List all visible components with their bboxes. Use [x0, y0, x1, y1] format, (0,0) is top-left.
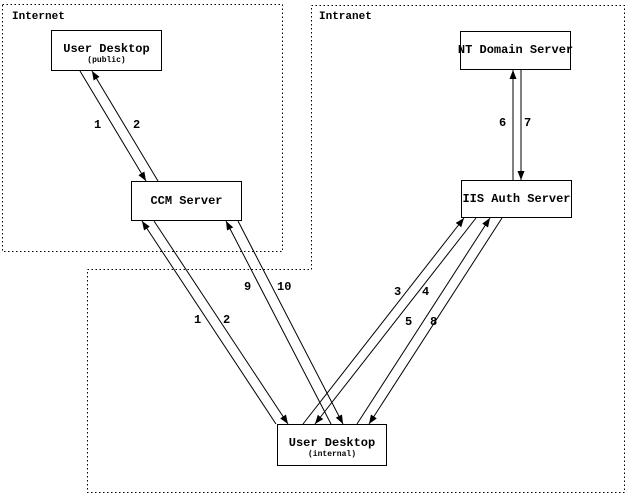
intranet-zone-border	[87, 5, 625, 493]
node-ccm-server: CCM Server	[131, 181, 242, 221]
flow-label-2-internal: 2	[223, 313, 231, 327]
flow-label-9: 9	[244, 280, 252, 294]
internet-zone-border	[2, 4, 283, 252]
node-user-desktop-internal: User Desktop (internal)	[277, 424, 387, 466]
flow-label-2-public: 2	[133, 118, 141, 132]
node-user-desktop-internal-subtitle: (internal)	[307, 450, 356, 459]
flow-label-10: 10	[277, 280, 292, 294]
flow-line-1-internal-desktop-to-ccm	[141, 220, 277, 425]
node-ccm-server-title: CCM Server	[150, 193, 223, 208]
flow-line-5-internal-desktop-to-iis	[356, 217, 491, 425]
node-iis-auth-server: IIS Auth Server	[461, 180, 572, 218]
flow-label-7: 7	[524, 116, 532, 130]
node-user-desktop-public-title: User Desktop	[63, 41, 150, 56]
flow-label-6: 6	[499, 116, 507, 130]
node-nt-domain-server: NT Domain Server	[457, 31, 574, 70]
flow-label-3: 3	[394, 285, 402, 299]
flow-line-8-iis-to-internal-desktop	[368, 217, 503, 425]
flow-label-1-internal: 1	[194, 313, 202, 327]
flow-label-5: 5	[405, 315, 413, 329]
flow-label-8: 8	[430, 315, 438, 329]
flow-label-1-public: 1	[94, 118, 102, 132]
node-user-desktop-public-subtitle: (public)	[87, 55, 126, 65]
flow-line-4-iis-to-internal-desktop	[314, 217, 477, 425]
flow-line-9-internal-desktop-to-ccm	[225, 220, 332, 425]
flow-label-4: 4	[422, 285, 430, 299]
node-user-desktop-internal-title: User Desktop	[288, 436, 376, 450]
flow-line-3-internal-desktop-to-iis	[302, 217, 465, 425]
flow-line-1-public-desktop-to-ccm	[79, 70, 147, 182]
intranet-zone-label: Intranet	[319, 11, 372, 23]
node-user-desktop-public: User Desktop (public)	[51, 30, 162, 71]
flow-line-2-ccm-to-internal-desktop	[153, 220, 289, 425]
node-iis-auth-server-title: IIS Auth Server	[462, 191, 571, 206]
node-nt-domain-server-title: NT Domain Server	[457, 43, 574, 57]
internet-zone-label: Internet	[12, 11, 65, 23]
flow-line-2-ccm-to-public-desktop	[91, 70, 159, 182]
flow-line-10-ccm-to-internal-desktop	[237, 220, 344, 425]
